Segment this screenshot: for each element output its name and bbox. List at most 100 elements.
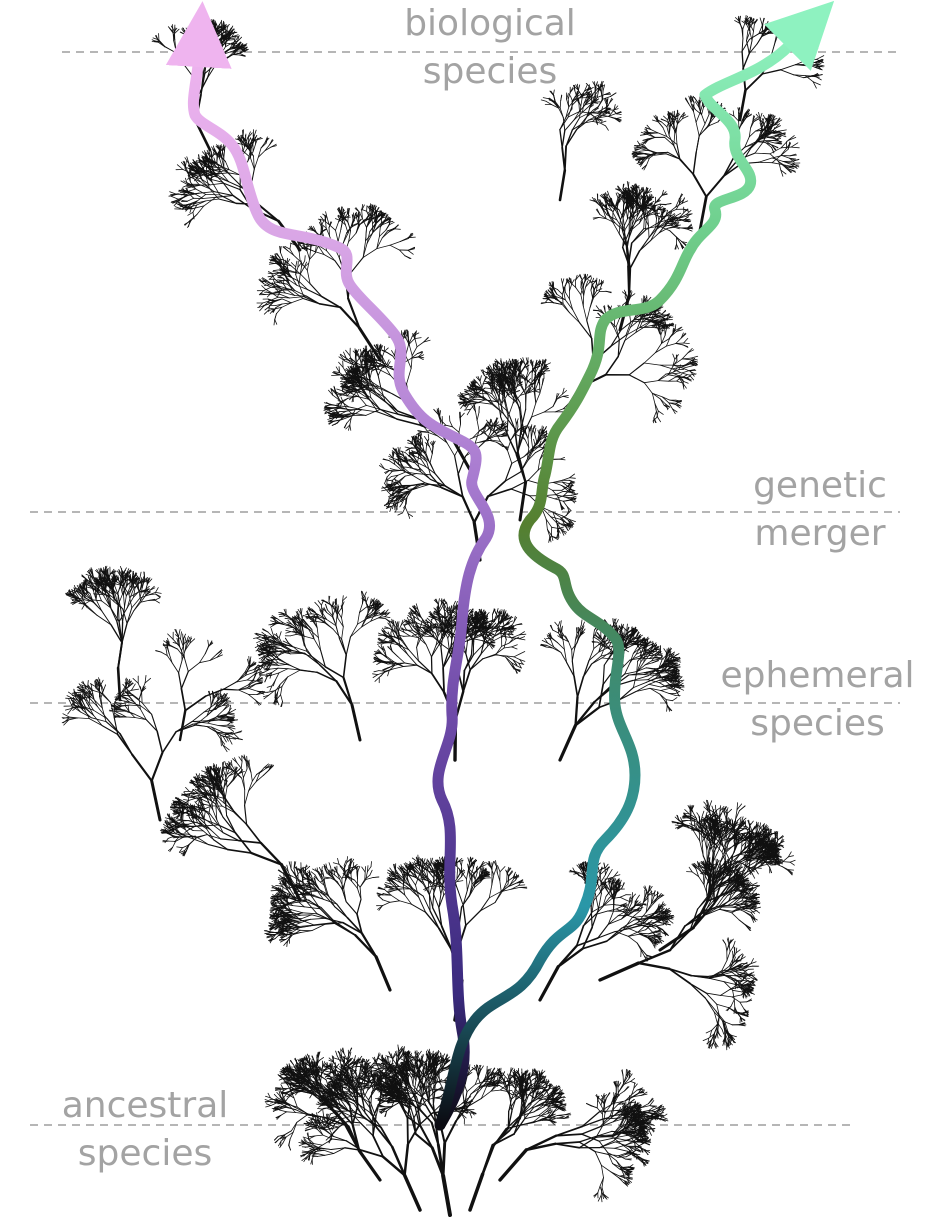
tree-branch <box>489 885 492 898</box>
tree-branch <box>463 905 466 925</box>
tree-branch <box>280 1110 287 1112</box>
tree-branch <box>607 1093 610 1098</box>
tree-branch <box>281 1112 287 1116</box>
tree-branch <box>638 1143 645 1147</box>
tree-branch <box>458 889 464 905</box>
tree-branch <box>341 1050 342 1055</box>
tree-branch <box>325 1154 334 1156</box>
tree-branch <box>480 903 495 911</box>
tree-branch <box>427 859 428 865</box>
tree-branch <box>289 1139 290 1145</box>
tree-branch <box>443 1176 450 1215</box>
tree-branch <box>469 1065 470 1070</box>
tree-branch <box>615 1148 628 1151</box>
tree-branch <box>405 1145 408 1176</box>
tree-branch <box>481 1066 484 1071</box>
tree-branch <box>500 867 505 872</box>
tree-branch <box>334 1075 335 1084</box>
branching-tree <box>62 15 824 1215</box>
tree-branch <box>471 1088 479 1094</box>
tree-branch <box>475 879 476 887</box>
tree-branch <box>433 1092 434 1105</box>
tree-branch <box>336 1051 338 1056</box>
tree-branch <box>637 895 640 899</box>
tree-branch <box>306 1126 311 1128</box>
tree-branch <box>631 1078 635 1081</box>
tree-branch <box>280 1143 283 1148</box>
tree-branch <box>299 1144 304 1146</box>
tree-branch <box>463 1093 465 1106</box>
tree-branch <box>381 1127 392 1146</box>
tree-branch <box>483 1145 493 1174</box>
tree-branch <box>467 879 468 891</box>
tree-branch <box>434 894 439 908</box>
tree-branch <box>287 1112 296 1113</box>
tree-branch <box>595 1152 601 1166</box>
tree-branch <box>416 1134 433 1148</box>
tree-branch <box>467 1085 475 1092</box>
tree-branch <box>595 1152 608 1155</box>
tree-branch <box>302 1079 303 1084</box>
tree-branch <box>500 1150 526 1180</box>
tree-branch <box>331 1063 332 1068</box>
tree-branch <box>392 1059 393 1066</box>
tree-branch <box>297 1115 307 1123</box>
tree-branch <box>391 895 400 901</box>
tree-branch <box>597 1094 598 1099</box>
tree-branch <box>480 868 481 873</box>
tree-branch <box>627 1174 633 1175</box>
tree-branch <box>470 1174 483 1210</box>
tree-branch <box>274 1136 278 1140</box>
tree-branch <box>290 1061 293 1065</box>
tree-branch <box>600 1148 615 1149</box>
tree-branch <box>422 1090 423 1098</box>
tree-branch <box>466 911 481 926</box>
tree-branch <box>637 943 641 950</box>
tree-branch <box>634 1152 635 1157</box>
tree-branch <box>467 870 469 879</box>
tree-branch <box>318 1109 323 1113</box>
tree-branch <box>339 1052 340 1057</box>
tree-branch <box>294 1098 297 1107</box>
tree-branch <box>318 1154 325 1156</box>
tree-branch <box>383 900 390 902</box>
tree-branch <box>500 1090 507 1091</box>
tree-branch <box>421 1127 433 1148</box>
tree-branch <box>389 889 395 890</box>
tree-branch <box>429 886 436 887</box>
tree-branch <box>475 873 477 880</box>
tree-branch <box>410 877 415 885</box>
tree-branch <box>494 867 497 875</box>
tree-branch <box>615 1142 628 1146</box>
tree-branch <box>470 857 471 863</box>
tree-branch <box>542 1084 546 1087</box>
tree-branch <box>324 1150 334 1153</box>
tree-branch <box>601 1165 611 1172</box>
tree-branch <box>598 1186 600 1193</box>
tree-branch <box>480 898 489 911</box>
tree-branch <box>357 1090 358 1106</box>
tree-branch <box>433 891 434 908</box>
tree-branch <box>500 881 501 892</box>
tree-branch <box>598 1195 601 1201</box>
tree-branch <box>266 1104 271 1106</box>
tree-branch <box>631 1081 636 1083</box>
tree-branch <box>641 904 646 905</box>
tree-branch <box>319 1057 323 1060</box>
tree-branch <box>468 858 470 864</box>
tree-branch <box>601 1195 602 1202</box>
tree-branch <box>599 1138 614 1141</box>
tree-branch <box>523 1088 524 1096</box>
tree-branch <box>555 1144 579 1148</box>
tree-branch <box>444 1058 445 1064</box>
tree-branch <box>497 873 500 881</box>
tree-branch <box>325 1129 331 1130</box>
tree-branch <box>635 1143 636 1149</box>
tree-branch <box>405 1175 420 1210</box>
tree-branch <box>314 1144 323 1146</box>
tree-branch <box>591 1106 597 1108</box>
tree-branch <box>383 902 390 905</box>
tree-branch <box>281 1083 287 1084</box>
